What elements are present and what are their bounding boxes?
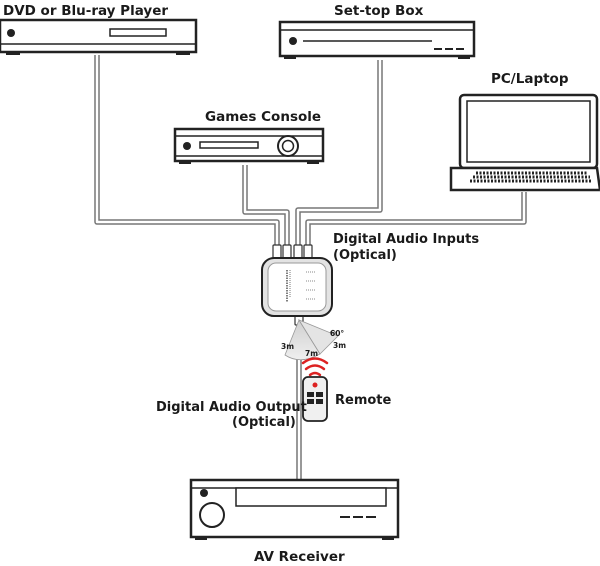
range-center-label: 7m	[305, 349, 318, 358]
power-icon	[289, 37, 297, 45]
remote-label: Remote	[335, 393, 392, 408]
output-label-line1: Digital Audio Output	[156, 400, 307, 415]
keyboard	[470, 171, 592, 183]
range-angle-label: 60°	[330, 329, 344, 338]
av-receiver	[189, 478, 400, 540]
disc-slot	[199, 141, 259, 149]
games-console	[173, 127, 325, 164]
cable-games	[242, 165, 290, 255]
games-label: Games Console	[205, 109, 321, 125]
power-icon	[200, 489, 208, 497]
ir-range-indicator	[284, 319, 339, 361]
receiver-display	[235, 487, 387, 507]
receiver-label: AV Receiver	[254, 549, 345, 565]
inputs-label-line1: Digital Audio Inputs	[333, 232, 479, 247]
cable-inner	[95, 55, 526, 482]
dvd-player	[0, 18, 198, 55]
dvd-label: DVD or Blu-ray Player	[3, 3, 168, 19]
disc-tray	[109, 28, 167, 37]
input-indicators	[306, 271, 316, 300]
laptop	[449, 93, 600, 192]
optical-switch	[261, 257, 333, 317]
input-connectors	[272, 244, 313, 260]
ir-waves-icon	[301, 357, 329, 377]
volume-knob	[199, 502, 225, 528]
power-icon	[183, 142, 191, 150]
range-right-label: 3m	[333, 341, 346, 350]
pc-label: PC/Laptop	[491, 71, 569, 87]
settop-label: Set-top Box	[334, 3, 424, 19]
power-icon	[7, 29, 15, 37]
inputs-label-line2: (Optical)	[333, 248, 397, 263]
remote-control	[302, 376, 328, 422]
output-label-line2: (Optical)	[232, 415, 296, 430]
settop-box	[278, 20, 476, 59]
range-left-label: 3m	[281, 342, 294, 351]
